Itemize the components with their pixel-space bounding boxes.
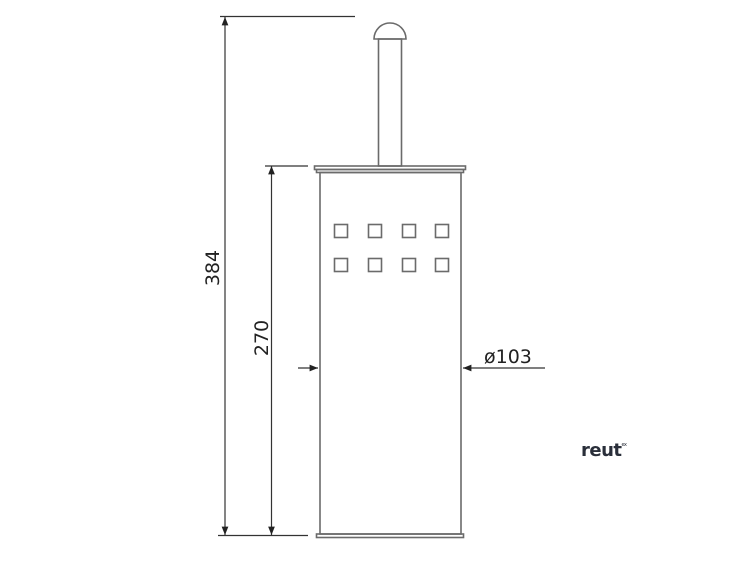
dimension-label-diameter: ø103 bbox=[484, 346, 532, 368]
window-square bbox=[367, 257, 383, 273]
window-square bbox=[401, 257, 417, 273]
window-square bbox=[434, 257, 450, 273]
window-square bbox=[333, 223, 349, 239]
container-body bbox=[319, 171, 462, 535]
brand-logo: reutex bbox=[581, 440, 627, 461]
brush-holder bbox=[313, 22, 467, 539]
container-base bbox=[315, 533, 465, 539]
window-square bbox=[333, 257, 349, 273]
window-square bbox=[434, 223, 450, 239]
handle-stem bbox=[377, 38, 403, 167]
dimension-diameter: ø103 bbox=[298, 346, 545, 372]
dimension-label-270: 270 bbox=[251, 320, 273, 356]
window-grid bbox=[333, 223, 450, 273]
dimension-total-height: 384 bbox=[202, 15, 355, 537]
dimension-body-height: 270 bbox=[251, 165, 308, 535]
window-square bbox=[367, 223, 383, 239]
dimension-label-384: 384 bbox=[202, 250, 224, 286]
window-square bbox=[401, 223, 417, 239]
handle-knob bbox=[373, 22, 407, 40]
